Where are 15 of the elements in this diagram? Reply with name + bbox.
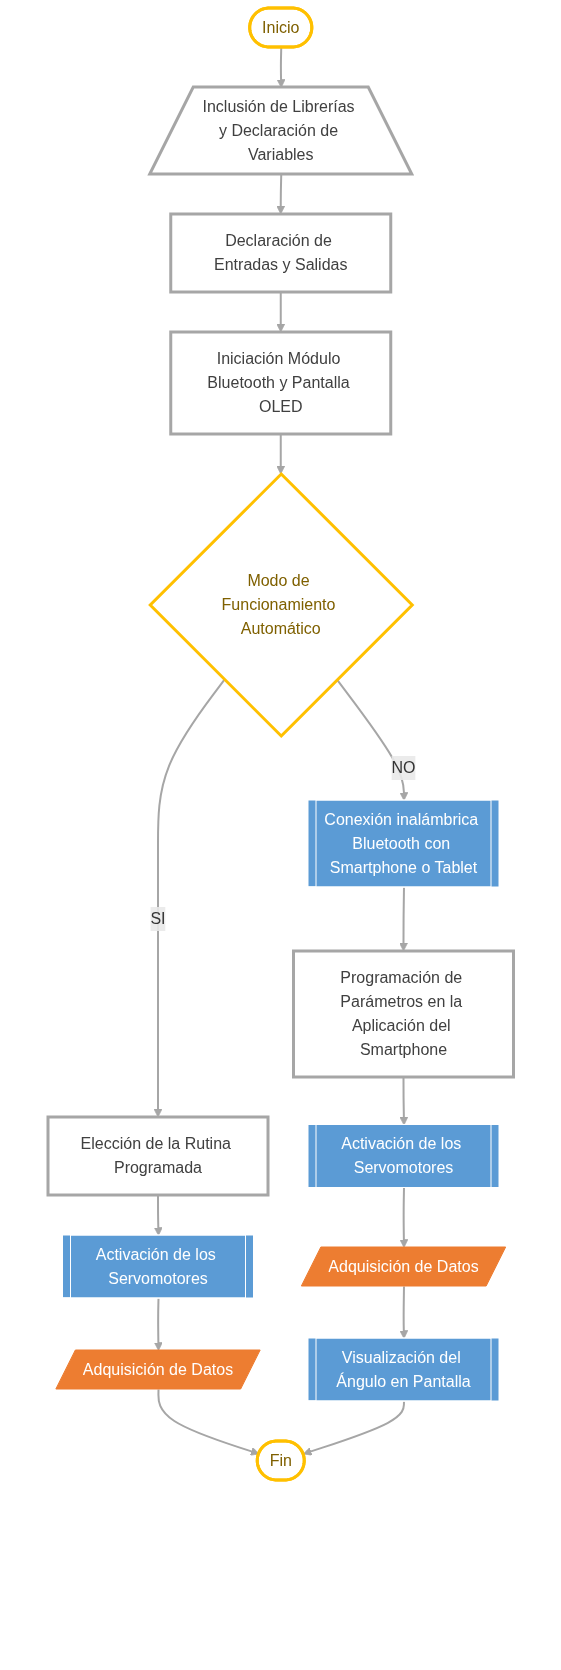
arrow [157, 1388, 260, 1456]
arrow [302, 1400, 405, 1456]
arrow [153, 678, 226, 1118]
node-box: Iniciación Módulo Bluetooth y Pantalla OLED [169, 330, 392, 436]
edge-label: NO [391, 759, 416, 776]
arrow [335, 678, 409, 801]
arrow [398, 886, 408, 952]
node-box: Declaración de Entradas y Salidas [169, 212, 392, 294]
arrow [153, 1297, 163, 1351]
node-box: Programación de Parámetros en la Aplicación del Smartphone [291, 949, 515, 1079]
edge-label: SI [150, 910, 166, 927]
node-box: Elección de la Rutina Programada [46, 1115, 270, 1197]
arrow [399, 1285, 408, 1339]
arrow [399, 1187, 409, 1248]
node-diamond: Modo de Funcionamiento Automático [147, 471, 415, 739]
